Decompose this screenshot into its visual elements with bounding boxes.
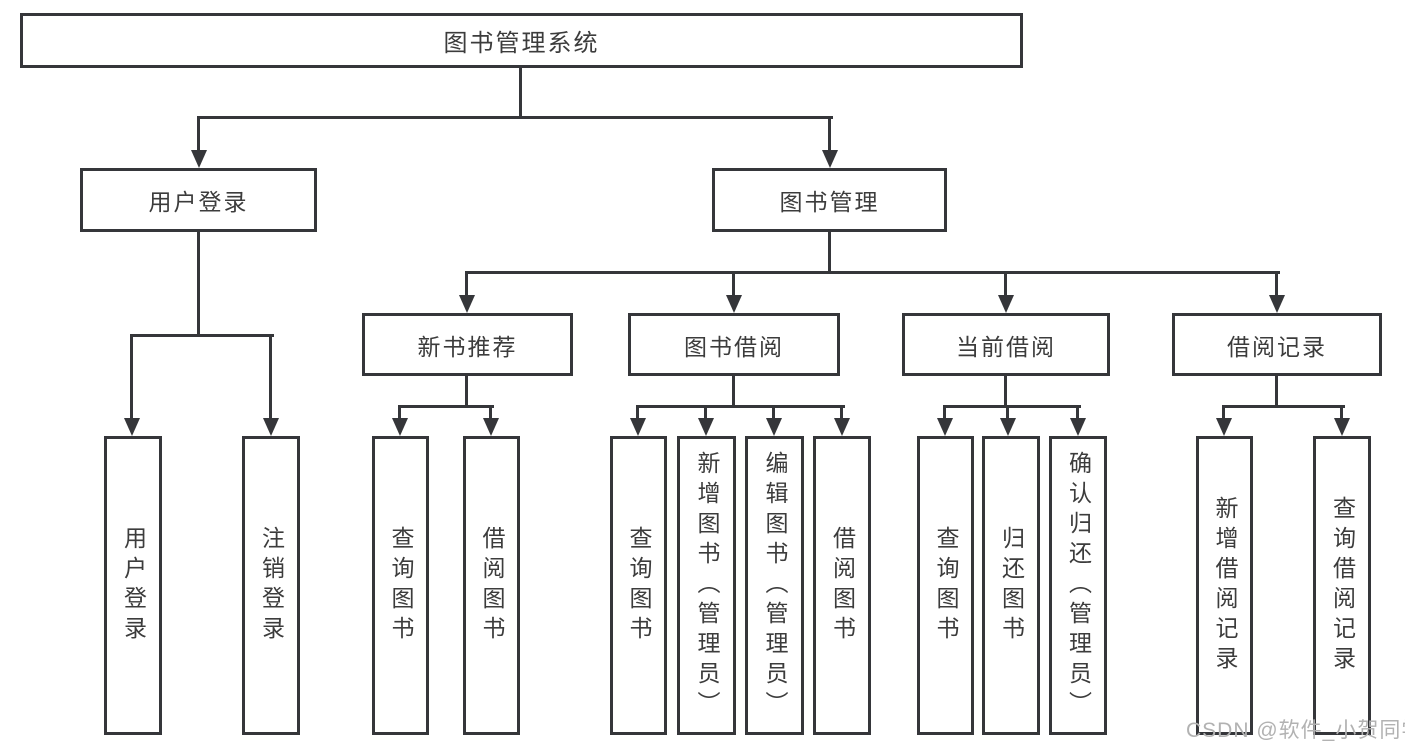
node-borrow-records-label: 借阅记录 xyxy=(1227,333,1327,360)
leaf-recommend-query-books: 查询图书 xyxy=(372,436,429,735)
connector-line xyxy=(197,232,200,337)
leaf-current-confirm-return-admin: 确认归还（管理员） xyxy=(1049,436,1107,735)
connector-line xyxy=(828,116,831,152)
leaf-borrow-query-books-label: 查询图书 xyxy=(626,525,652,646)
leaf-current-query-books: 查询图书 xyxy=(917,436,974,735)
leaf-logout-label: 注销登录 xyxy=(258,525,285,646)
arrow-down-icon xyxy=(459,295,475,313)
leaf-borrow-add-books-admin: 新增图书（管理员） xyxy=(677,436,736,735)
arrow-down-icon xyxy=(698,418,714,436)
leaf-borrow-edit-books-admin: 编辑图书（管理员） xyxy=(745,436,804,735)
connector-line xyxy=(465,271,1280,274)
connector-line xyxy=(732,376,735,408)
connector-line xyxy=(828,232,831,274)
leaf-borrow-edit-books-admin-label: 编辑图书（管理员） xyxy=(762,450,788,721)
node-current-borrow: 当前借阅 xyxy=(902,313,1110,376)
connector-line xyxy=(269,334,272,420)
csdn-watermark: CSDN @软件_小贺同学 xyxy=(1186,719,1405,742)
node-new-book-recommend: 新书推荐 xyxy=(362,313,573,376)
leaf-user-login-label: 用户登录 xyxy=(120,525,147,646)
connector-line xyxy=(465,271,468,297)
node-root-system: 图书管理系统 xyxy=(20,13,1023,68)
connector-line xyxy=(1275,271,1278,297)
leaf-current-return-books-label: 归还图书 xyxy=(998,525,1025,646)
arrow-down-icon xyxy=(1334,418,1350,436)
arrow-down-icon xyxy=(998,295,1014,313)
leaf-current-return-books: 归还图书 xyxy=(982,436,1040,735)
node-borrow-records: 借阅记录 xyxy=(1172,313,1382,376)
node-book-borrow-label: 图书借阅 xyxy=(684,333,784,360)
leaf-records-add-record: 新增借阅记录 xyxy=(1196,436,1253,735)
arrow-down-icon xyxy=(834,418,850,436)
connector-line xyxy=(732,271,735,297)
leaf-records-query-record: 查询借阅记录 xyxy=(1313,436,1371,735)
connector-line xyxy=(489,405,492,420)
leaf-recommend-borrow-books-label: 借阅图书 xyxy=(479,525,505,646)
leaf-borrow-borrow-books: 借阅图书 xyxy=(813,436,871,735)
connector-line xyxy=(636,405,845,408)
connector-line xyxy=(1076,405,1079,420)
arrow-down-icon xyxy=(1070,418,1086,436)
node-book-management-label: 图书管理 xyxy=(779,189,880,215)
leaf-borrow-query-books: 查询图书 xyxy=(610,436,667,735)
leaf-records-add-record-label: 新增借阅记录 xyxy=(1212,495,1238,676)
connector-line xyxy=(1222,405,1345,408)
connector-line xyxy=(197,116,200,152)
arrow-down-icon xyxy=(1000,418,1016,436)
connector-line xyxy=(1222,405,1225,420)
arrow-down-icon xyxy=(766,418,782,436)
connector-line xyxy=(519,68,522,118)
arrow-down-icon xyxy=(124,418,140,436)
connector-line xyxy=(1340,405,1343,420)
leaf-current-confirm-return-admin-label: 确认归还（管理员） xyxy=(1065,450,1092,721)
leaf-borrow-add-books-admin-label: 新增图书（管理员） xyxy=(694,450,720,721)
node-new-book-recommend-label: 新书推荐 xyxy=(417,333,518,360)
connector-line xyxy=(943,405,946,420)
connector-line xyxy=(704,405,707,420)
connector-line xyxy=(130,334,274,337)
arrow-down-icon xyxy=(483,418,499,436)
connector-line xyxy=(1006,405,1009,420)
arrow-down-icon xyxy=(1269,295,1285,313)
node-book-management: 图书管理 xyxy=(712,168,947,232)
leaf-current-query-books-label: 查询图书 xyxy=(933,525,959,646)
arrow-down-icon xyxy=(822,150,838,168)
arrow-down-icon xyxy=(937,418,953,436)
arrow-down-icon xyxy=(726,295,742,313)
leaf-recommend-borrow-books: 借阅图书 xyxy=(463,436,520,735)
connector-line xyxy=(130,334,133,420)
leaf-records-query-record-label: 查询借阅记录 xyxy=(1329,495,1356,676)
connector-line xyxy=(1004,271,1007,297)
arrow-down-icon xyxy=(392,418,408,436)
arrow-down-icon xyxy=(263,418,279,436)
leaf-borrow-borrow-books-label: 借阅图书 xyxy=(829,525,856,646)
leaf-logout: 注销登录 xyxy=(242,436,300,735)
connector-line xyxy=(1004,376,1007,408)
leaf-recommend-query-books-label: 查询图书 xyxy=(388,525,414,646)
connector-line xyxy=(1275,376,1278,408)
node-user-login-label: 用户登录 xyxy=(148,189,249,215)
connector-line xyxy=(943,405,1081,408)
connector-line xyxy=(197,116,833,119)
node-book-borrow: 图书借阅 xyxy=(628,313,840,376)
connector-line xyxy=(398,405,494,408)
connector-line xyxy=(772,405,775,420)
connector-line xyxy=(636,405,639,420)
node-root-label: 图书管理系统 xyxy=(443,30,600,57)
connector-line xyxy=(840,405,843,420)
arrow-down-icon xyxy=(191,150,207,168)
leaf-user-login: 用户登录 xyxy=(104,436,162,735)
node-current-borrow-label: 当前借阅 xyxy=(956,333,1056,360)
arrow-down-icon xyxy=(1216,418,1232,436)
node-user-login: 用户登录 xyxy=(80,168,317,232)
connector-line xyxy=(465,376,468,408)
arrow-down-icon xyxy=(630,418,646,436)
connector-line xyxy=(398,405,401,420)
